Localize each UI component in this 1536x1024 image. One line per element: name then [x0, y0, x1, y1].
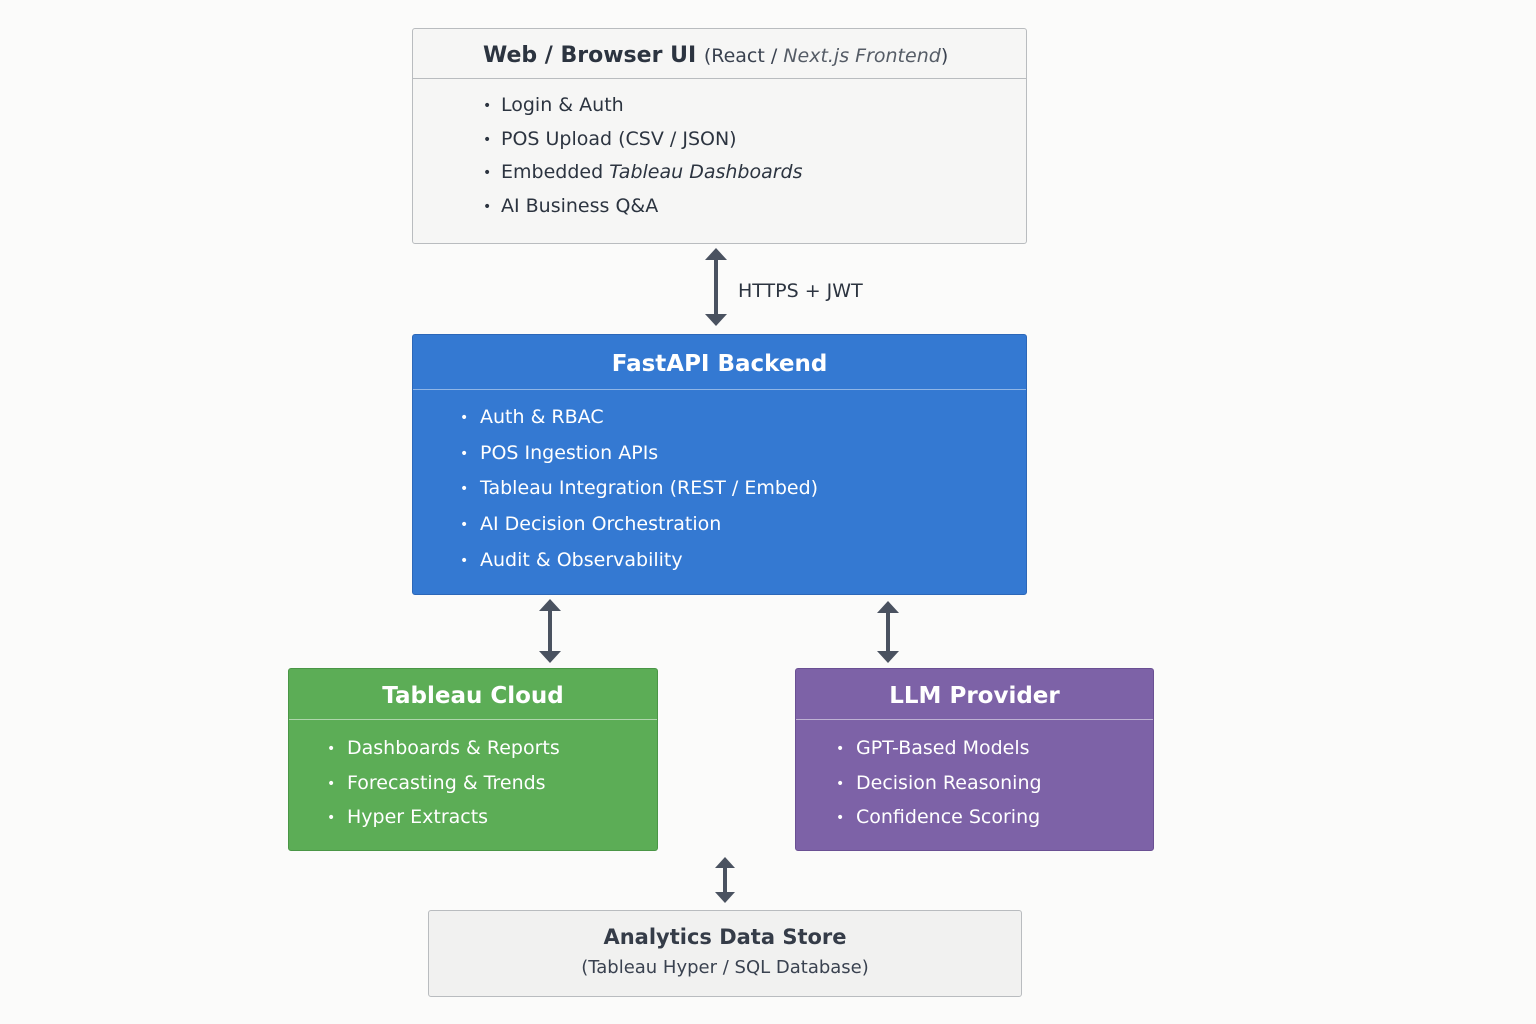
llm-provider-title: LLM Provider — [796, 669, 1153, 720]
tableau-item: • Forecasting & Trends — [327, 771, 657, 806]
bullet-icon: • — [460, 481, 469, 498]
bullet-icon: • — [836, 775, 845, 792]
backend-item-label: Auth & RBAC — [480, 406, 604, 428]
web-ui-item-label: Login & Auth — [501, 94, 624, 116]
analytics-data-store-box: Analytics Data Store (Tableau Hyper / SQ… — [428, 910, 1022, 997]
backend-tableau-arrow — [539, 599, 561, 663]
fastapi-backend-box: FastAPI Backend • Auth & RBAC • POS Ingest… — [412, 334, 1027, 595]
backend-llm-arrow — [877, 601, 899, 663]
data-store-subtitle: (Tableau Hyper / SQL Database) — [581, 957, 869, 978]
backend-item: • POS Ingestion APIs — [460, 441, 1026, 477]
web-ui-item-label: Embedded Tableau Dashboards — [501, 161, 803, 183]
bullet-icon: • — [483, 98, 492, 114]
web-ui-item: • POS Upload (CSV / JSON) — [483, 127, 1026, 161]
web-ui-title: Web / Browser UI — [483, 43, 697, 68]
llm-item-label: Decision Reasoning — [856, 771, 1042, 794]
backend-item: • AI Decision Orchestration — [460, 512, 1026, 548]
llm-provider-list: • GPT-Based Models • Decision Reasoning • C… — [796, 720, 1153, 840]
llm-item: • Decision Reasoning — [836, 771, 1153, 806]
tableau-item-label: Hyper Extracts — [347, 806, 489, 829]
web-backend-arrow-label: HTTPS + JWT — [738, 280, 863, 302]
bullet-icon: • — [327, 741, 336, 757]
tableau-cloud-box: Tableau Cloud • Dashboards & Reports • For… — [288, 668, 658, 851]
tableau-item-label: Dashboards & Reports — [347, 737, 560, 759]
backend-item: • Tableau Integration (REST / Embed) — [460, 476, 1026, 512]
backend-item-label: POS Ingestion APIs — [480, 441, 659, 464]
tableau-item: • Hyper Extracts — [327, 805, 657, 840]
web-backend-arrow — [705, 248, 727, 326]
web-ui-list: • Login & Auth • POS Upload (CSV / JSON) •… — [413, 79, 1026, 227]
web-ui-subtitle: (React / Next.js Frontend) — [704, 45, 948, 67]
llm-item-label: GPT-Based Models — [856, 737, 1030, 759]
web-ui-subtitle-open: (React / — [703, 45, 784, 67]
bullet-icon: • — [483, 165, 492, 181]
backend-item-label: Audit & Observability — [480, 548, 683, 571]
datastore-arrow — [715, 857, 735, 903]
bullet-icon: • — [460, 517, 469, 534]
bullet-icon: • — [836, 741, 845, 757]
web-ui-item-label: AI Business Q&A — [501, 194, 659, 217]
fastapi-backend-title: FastAPI Backend — [413, 335, 1026, 390]
web-ui-header: Web / Browser UI (React / Next.js Fronte… — [413, 29, 1026, 79]
fastapi-backend-list: • Auth & RBAC • POS Ingestion APIs • Tablea… — [413, 390, 1026, 583]
llm-item-label: Confidence Scoring — [856, 806, 1041, 829]
llm-item: • GPT-Based Models — [836, 736, 1153, 771]
backend-item: • Auth & RBAC — [460, 405, 1026, 441]
backend-item: • Audit & Observability — [460, 548, 1026, 584]
bullet-icon: • — [483, 198, 492, 215]
web-ui-subtitle-italic: Next.js Frontend — [783, 45, 941, 67]
bullet-icon: • — [836, 810, 845, 827]
backend-item-label: AI Decision Orchestration — [480, 513, 722, 536]
tableau-item-label: Forecasting & Trends — [347, 771, 546, 794]
data-store-title: Analytics Data Store — [603, 925, 847, 949]
web-ui-item: • Login & Auth — [483, 93, 1026, 127]
web-ui-item: • AI Business Q&A — [483, 194, 1026, 228]
llm-provider-box: LLM Provider • GPT-Based Models • Decision… — [795, 668, 1154, 851]
tableau-cloud-list: • Dashboards & Reports • Forecasting & Tre… — [289, 720, 657, 840]
tableau-cloud-title: Tableau Cloud — [289, 669, 657, 720]
bullet-icon: • — [483, 131, 492, 148]
bullet-icon: • — [460, 410, 469, 426]
backend-item-label: Tableau Integration (REST / Embed) — [480, 477, 819, 500]
llm-item: • Confidence Scoring — [836, 805, 1153, 840]
web-ui-item-label: POS Upload (CSV / JSON) — [501, 127, 737, 150]
web-ui-item: • Embedded Tableau Dashboards — [483, 160, 1026, 194]
tableau-item: • Dashboards & Reports — [327, 736, 657, 771]
web-ui-subtitle-close: ) — [940, 45, 949, 67]
bullet-icon: • — [460, 552, 469, 569]
bullet-icon: • — [327, 775, 336, 792]
bullet-icon: • — [327, 810, 336, 827]
web-ui-box: Web / Browser UI (React / Next.js Fronte… — [412, 28, 1027, 244]
bullet-icon: • — [460, 445, 469, 462]
